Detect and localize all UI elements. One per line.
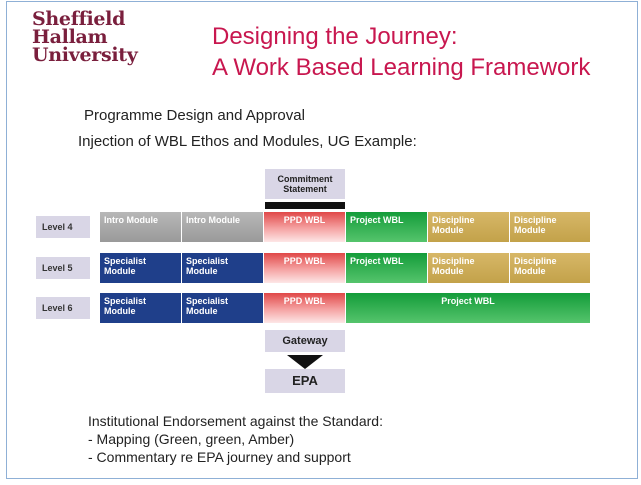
institutional-endorsement-notes: Institutional Endorsement against the St… [88, 412, 383, 466]
level-5-specialist-module-1: Specialist Module [100, 253, 182, 283]
level-4-intro-module-1: Intro Module [100, 212, 182, 242]
commitment-bar [265, 202, 345, 209]
footer-line-2: - Mapping (Green, green, Amber) [88, 431, 295, 447]
title-line-2: A Work Based Learning Framework [212, 54, 591, 81]
level-5-project-wbl: Project WBL [346, 253, 428, 283]
commitment-statement-box: Commitment Statement [265, 169, 345, 199]
gateway-arrow [287, 355, 323, 369]
level-4-label: Level 4 [36, 216, 90, 238]
university-logo: Sheffield Hallam University [32, 8, 138, 66]
epa-box: EPA [265, 369, 345, 393]
level-6-specialist-module-1: Specialist Module [100, 293, 182, 323]
level-6-ppd-wbl: PPD WBL [264, 293, 346, 323]
logo-line-3: University [32, 44, 138, 66]
level-4-project-wbl: Project WBL [346, 212, 428, 242]
logo-line-2: Hallam [32, 26, 108, 48]
level-6-label: Level 6 [36, 297, 90, 319]
intro-line-2: Injection of WBL Ethos and Modules, UG E… [78, 133, 417, 150]
gateway-box: Gateway [265, 330, 345, 352]
level-5-specialist-module-2: Specialist Module [182, 253, 264, 283]
level-6-project-wbl: Project WBL [346, 293, 591, 323]
slide-title: Designing the Journey: A Work Based Lear… [212, 21, 590, 83]
logo-line-1: Sheffield [32, 8, 126, 30]
title-line-1: Designing the Journey: [212, 23, 458, 50]
level-4-discipline-module-1: Discipline Module [428, 212, 510, 242]
level-5-discipline-module-2: Discipline Module [510, 253, 591, 283]
intro-line-1: Programme Design and Approval [84, 107, 305, 124]
level-5-label: Level 5 [36, 257, 90, 279]
level-5-discipline-module-1: Discipline Module [428, 253, 510, 283]
level-5-ppd-wbl: PPD WBL [264, 253, 346, 283]
level-4-ppd-wbl: PPD WBL [264, 212, 346, 242]
level-4-intro-module-2: Intro Module [182, 212, 264, 242]
slide-frame [6, 1, 638, 479]
level-6-specialist-module-2: Specialist Module [182, 293, 264, 323]
footer-line-3: - Commentary re EPA journey and support [88, 449, 351, 465]
level-4-discipline-module-2: Discipline Module [510, 212, 591, 242]
footer-line-1: Institutional Endorsement against the St… [88, 413, 383, 429]
